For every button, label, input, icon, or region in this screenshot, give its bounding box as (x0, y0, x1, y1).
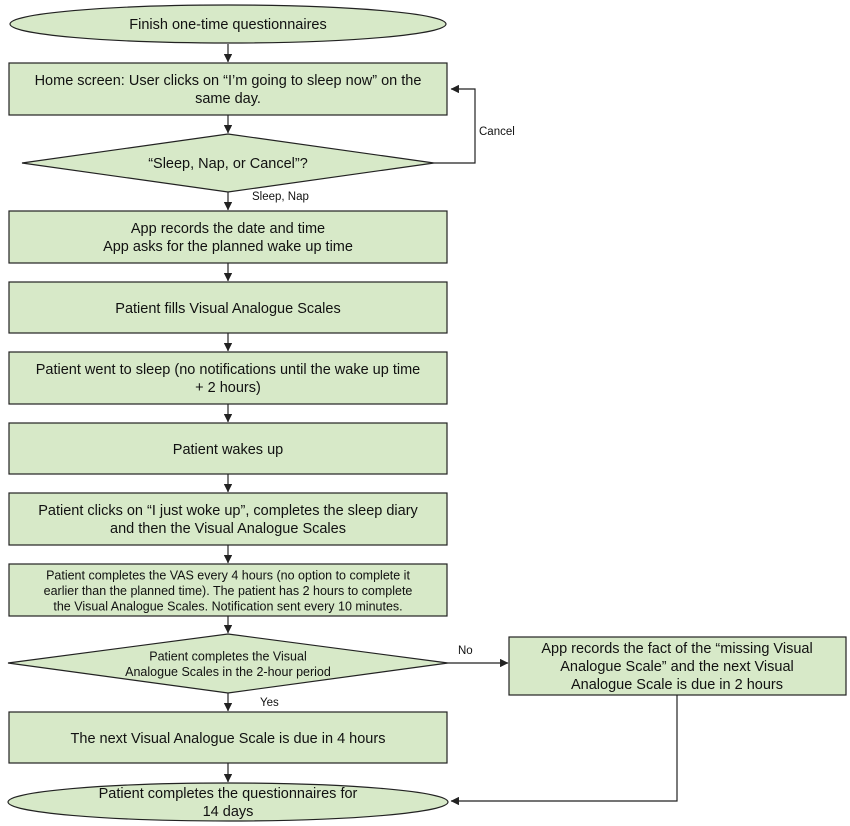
wakes-line-1: Patient wakes up (173, 442, 283, 458)
missing-vas-label: App records the fact of the “missing Vis… (541, 641, 812, 693)
decision2-line-1: Patient completes the Visual (149, 649, 307, 663)
wakes-up-box (8, 422, 448, 475)
every4-line-2: earlier than the planned time). The pati… (44, 584, 413, 598)
every4-line-3: the Visual Analogue Scales. Notification… (53, 600, 402, 614)
went-to-sleep-label: Patient went to sleep (no notifications … (36, 362, 420, 396)
woke-line-1: Patient clicks on “I just woke up”, comp… (38, 503, 418, 519)
edge-missing-to-end (450, 695, 678, 806)
decision1-label: “Sleep, Nap, or Cancel”? (148, 156, 308, 172)
home-line-1: Home screen: User clicks on “I’m going t… (35, 73, 422, 89)
end-terminal (7, 782, 449, 822)
yes-edge-label: Yes (260, 697, 279, 709)
fill-vas-label: Patient fills Visual Analogue Scales (115, 301, 340, 317)
app-records-box (8, 210, 448, 264)
end-line-1: Patient completes the questionnaires for (99, 786, 358, 802)
edge-labels: Cancel Sleep, Nap No Yes (252, 126, 515, 709)
vas-every-4-hours-label: Patient completes the VAS every 4 hours … (44, 569, 413, 614)
sleep-line-2: + 2 hours) (195, 380, 261, 396)
every4-line-1: Patient completes the VAS every 4 hours … (46, 569, 410, 583)
start-line-1: Finish one-time questionnaires (129, 17, 326, 33)
went-to-sleep-box (8, 351, 448, 405)
sleep-line-1: Patient went to sleep (no notifications … (36, 362, 420, 378)
decision2-line-2: Analogue Scales in the 2-hour period (125, 665, 331, 679)
home-screen-label: Home screen: User clicks on “I’m going t… (35, 73, 422, 107)
home-line-2: same day. (195, 91, 261, 107)
decision1-line-1: “Sleep, Nap, or Cancel”? (148, 156, 308, 172)
no-edge-label: No (458, 645, 473, 657)
next4-line-1: The next Visual Analogue Scale is due in… (71, 731, 386, 747)
cancel-edge-label: Cancel (479, 126, 515, 138)
just-woke-up-box (8, 492, 448, 546)
next-due-4-hours-label: The next Visual Analogue Scale is due in… (71, 731, 386, 747)
records-line-2: App asks for the planned wake up time (103, 239, 353, 255)
sleep-nap-edge-label: Sleep, Nap (252, 191, 309, 203)
end-line-2: 14 days (203, 804, 254, 820)
sleep-nap-cancel-decision (21, 133, 435, 193)
edge-cancel-loop (434, 84, 476, 164)
node-labels: Finish one-time questionnaires Home scre… (35, 17, 813, 820)
completed-in-period-decision (7, 633, 449, 694)
end-label: Patient completes the questionnaires for… (99, 786, 358, 820)
missing-vas-box (508, 636, 847, 696)
next-due-4-hours-box (8, 711, 448, 764)
vas-every-4-hours-box (8, 563, 448, 617)
records-line-1: App records the date and time (131, 221, 325, 237)
edges (223, 44, 678, 806)
missing-line-2: Analogue Scale” and the next Visual (560, 659, 794, 675)
home-screen-box (8, 62, 448, 116)
fill-vas-box (8, 281, 448, 334)
wakes-up-label: Patient wakes up (173, 442, 283, 458)
start-label: Finish one-time questionnaires (129, 17, 326, 33)
start-terminal (9, 4, 447, 44)
missing-line-1: App records the fact of the “missing Vis… (541, 641, 812, 657)
woke-line-2: and then the Visual Analogue Scales (110, 521, 346, 537)
missing-line-3: Analogue Scale is due in 2 hours (571, 677, 783, 693)
just-woke-up-label: Patient clicks on “I just woke up”, comp… (38, 503, 418, 537)
vas_fill-line-1: Patient fills Visual Analogue Scales (115, 301, 340, 317)
node-shapes (7, 4, 847, 822)
